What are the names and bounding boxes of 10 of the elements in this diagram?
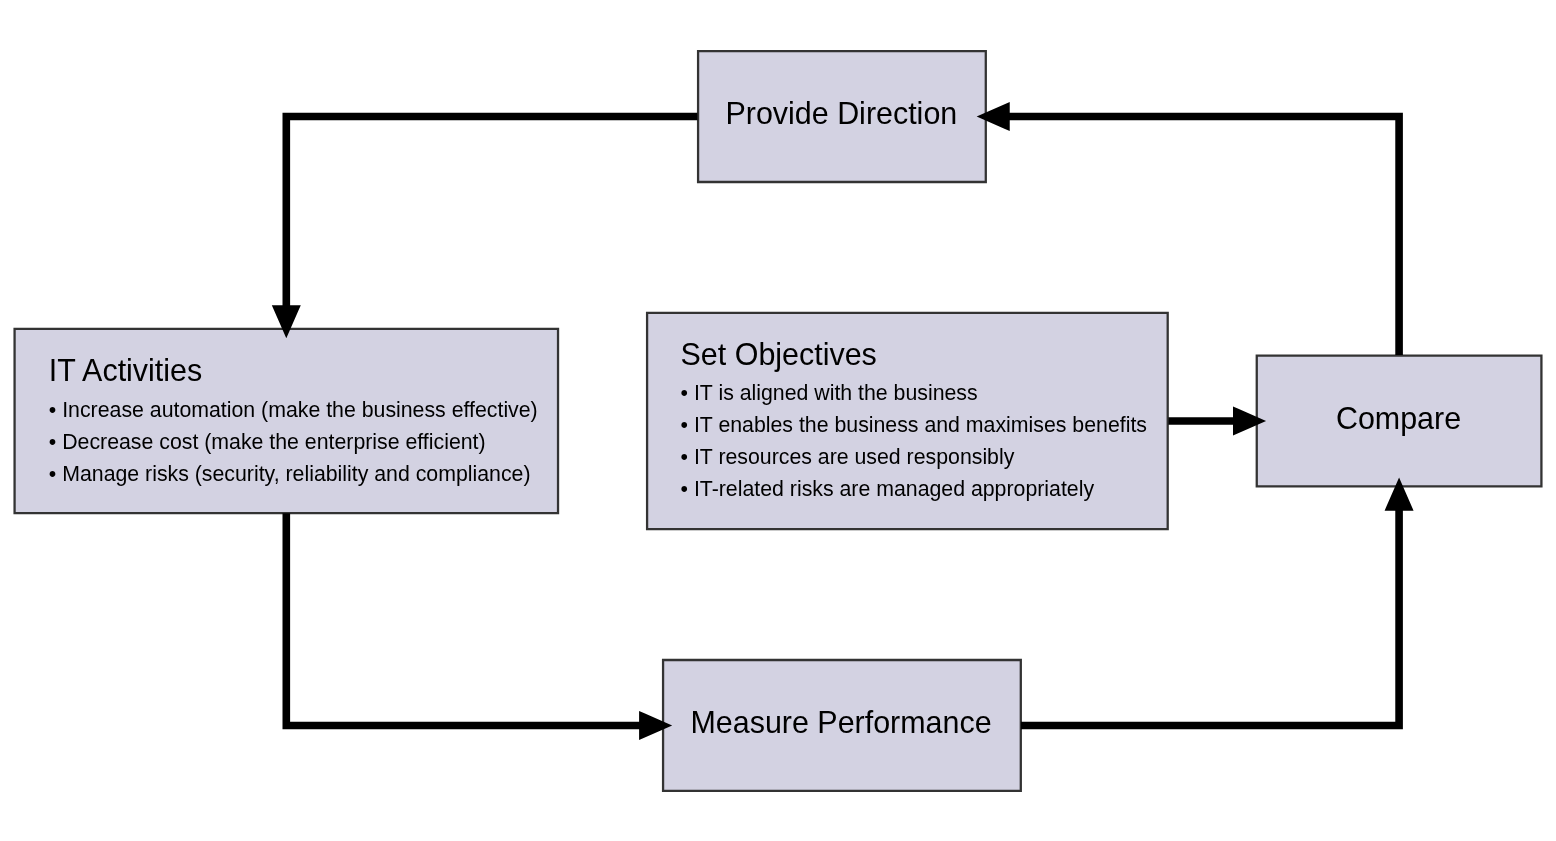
node-box: IT Activities • Increase automation (make the business effective) • Decrease cost (make the enterprise efficient) • Manage risks (security, reliability and compliance) xyxy=(13,327,560,514)
node-box: Measure Performance xyxy=(661,658,1022,792)
node-box: Compare xyxy=(1255,353,1543,488)
arrow xyxy=(282,512,673,740)
node-box: Set Objectives • IT is aligned with the business • IT enables the business and maximises benefits • IT resources are used responsibly • IT-related risks are managed appropriately xyxy=(645,311,1169,530)
arrow xyxy=(271,112,698,338)
arrow xyxy=(1168,406,1267,435)
node-box: Provide Direction xyxy=(696,49,987,183)
arrow xyxy=(976,101,1403,355)
arrow xyxy=(1020,477,1414,729)
